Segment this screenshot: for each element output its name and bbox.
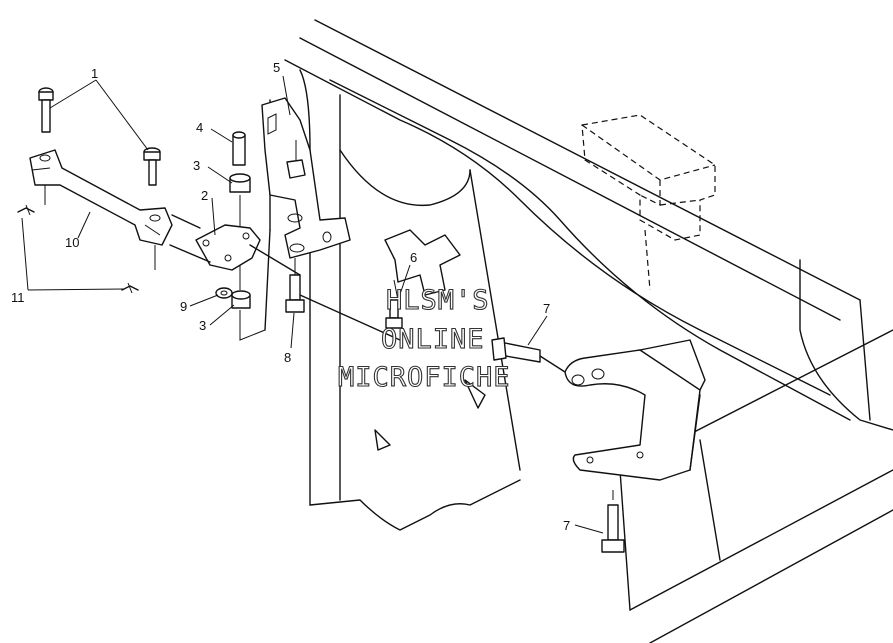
part-label-8: 8	[284, 350, 291, 365]
part-label-10: 10	[65, 235, 79, 250]
bolt-6	[385, 279, 403, 329]
chassis-frame	[264, 19, 893, 643]
bolt-7-lower	[601, 490, 625, 553]
dashed-component-box	[581, 114, 716, 291]
part-label-11: 11	[11, 290, 25, 305]
pin-1-left	[38, 87, 54, 133]
link-arm-10	[29, 149, 211, 270]
washer-9	[215, 287, 233, 299]
bushing-3-lower	[231, 290, 251, 309]
watermark: HLSM'S ONLINE MICROFICHE	[337, 284, 511, 393]
part-label-6: 6	[410, 250, 417, 265]
bolt-7-upper	[491, 337, 566, 373]
part-label-7-lower: 7	[563, 518, 570, 533]
watermark-line-1: HLSM'S	[386, 285, 490, 316]
support-bracket	[564, 339, 706, 481]
part-label-4: 4	[196, 120, 203, 135]
leader-lines	[21, 75, 604, 534]
clip-11-upper	[17, 204, 35, 216]
part-number-labels: 1 2 3 3 4 5 6 7 7 8 9 10 11	[11, 60, 570, 533]
bushing-4	[232, 131, 246, 166]
part-label-3-upper: 3	[193, 158, 200, 173]
mount-plate-5	[261, 97, 351, 259]
part-label-5: 5	[273, 60, 280, 75]
pin-1-right	[143, 147, 161, 186]
watermark-line-2: ONLINE	[381, 324, 485, 355]
part-label-1: 1	[91, 66, 98, 81]
part-label-3-lower: 3	[199, 318, 206, 333]
watermark-line-3: MICROFICHE	[338, 362, 511, 393]
part-label-7-upper: 7	[543, 301, 550, 316]
plate-2	[195, 224, 301, 276]
clip-11-lower	[121, 282, 139, 294]
part-label-2: 2	[201, 188, 208, 203]
part-label-9: 9	[180, 299, 187, 314]
bushing-3-upper	[229, 173, 251, 193]
bolt-8	[285, 258, 401, 341]
